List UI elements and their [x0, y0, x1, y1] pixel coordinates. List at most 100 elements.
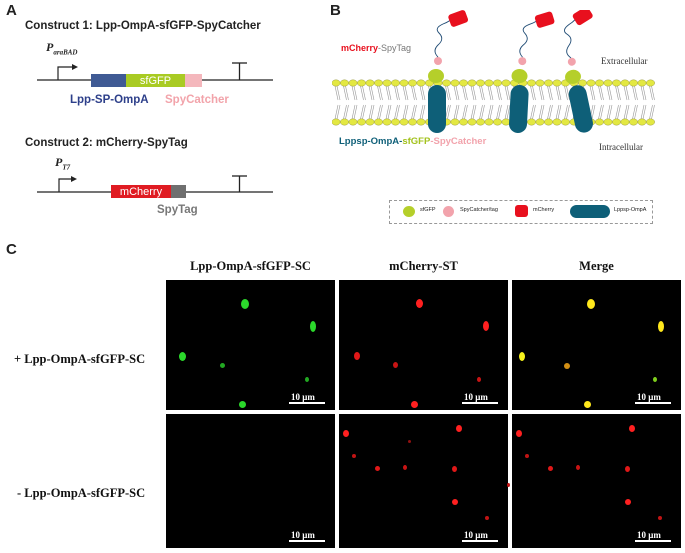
- lipid-tail: [489, 104, 494, 120]
- column-header-merge: Merge: [579, 259, 614, 273]
- lipid-head: [501, 118, 511, 126]
- lipid-head: [391, 118, 400, 126]
- fluorescent-cell: [416, 299, 423, 308]
- row-label-minus: - Lpp-OmpA-sfGFP-SC: [17, 486, 146, 500]
- lipid-head: [493, 118, 502, 126]
- lipid-tail: [462, 85, 466, 101]
- lipid-tail: [453, 85, 458, 101]
- scale-bar: [635, 402, 671, 404]
- fluorescent-cell: [408, 440, 411, 443]
- lipid-tail: [379, 85, 383, 101]
- fluorescent-cell: [485, 516, 489, 520]
- promoter-letter: P: [46, 40, 54, 54]
- lipid-tail: [421, 85, 426, 101]
- membrane-protein-assembly: [428, 10, 469, 133]
- scale-bar-label: 10 μm: [637, 530, 661, 540]
- legend-ompa-swatch: [570, 205, 610, 218]
- scale-bar: [289, 540, 325, 542]
- lipid-tail: [353, 104, 358, 120]
- ompa-barrel: [509, 85, 529, 133]
- legend-spycatcher-label: SpyCatcher/tag: [460, 207, 498, 213]
- lipid-tail: [589, 85, 594, 101]
- fluorescent-cell: [452, 499, 458, 505]
- lipid-head: [382, 79, 392, 87]
- fluorescent-cell: [483, 321, 489, 331]
- lipid-tail: [353, 85, 358, 101]
- mcherry-domain: [572, 10, 593, 26]
- lipid-head: [544, 118, 553, 126]
- lipid-head: [374, 118, 383, 126]
- lipid-tail: [481, 85, 485, 101]
- promoter-t7-label: PT7: [55, 155, 70, 171]
- lipid-head: [459, 118, 468, 126]
- micrograph-plus-mcherry: 10 μm: [339, 280, 508, 410]
- lipid-tail: [411, 85, 415, 101]
- fluorescent-cell: [564, 363, 570, 369]
- mcherry-spytag-label: mCherry-SpyTag: [341, 43, 411, 53]
- lipid-tail: [487, 104, 492, 120]
- lipid-tail: [634, 104, 638, 120]
- lipid-head: [629, 118, 638, 126]
- sfgfp-segment-label: sfGFP: [139, 74, 172, 87]
- fluorescent-cell: [310, 321, 316, 332]
- lipid-tail: [351, 85, 356, 101]
- panel-a-letter: A: [6, 2, 17, 19]
- fluorescent-cell: [354, 352, 360, 360]
- lipid-tail: [540, 104, 545, 120]
- lipid-tail: [504, 85, 509, 101]
- lipid-head: [476, 79, 485, 87]
- lipid-head: [340, 118, 349, 126]
- scale-bar-label: 10 μm: [291, 392, 315, 402]
- lipid-head: [527, 118, 536, 126]
- fluorescent-cell: [658, 321, 664, 332]
- lipid-tail: [394, 104, 398, 120]
- lipid-head: [561, 118, 570, 126]
- spycatcher-domain: [518, 57, 527, 66]
- lipid-tail: [591, 104, 596, 120]
- membrane-protein-assembly: [564, 10, 593, 133]
- lipid-head: [603, 118, 613, 126]
- sfgfp-domain: [428, 69, 444, 83]
- lipid-head: [450, 118, 460, 126]
- lipid-tail: [464, 104, 468, 120]
- ompa-barrel: [428, 85, 446, 133]
- lipid-tail: [555, 104, 560, 120]
- lipid-head: [332, 79, 341, 87]
- peptide-linker: [564, 15, 578, 59]
- fluorescent-cell: [305, 377, 309, 382]
- lipid-head: [399, 118, 409, 126]
- lipid-head: [501, 79, 511, 87]
- lipid-tail: [625, 85, 630, 101]
- fluorescent-cell: [411, 401, 418, 408]
- lipid-tail: [564, 104, 568, 120]
- fluorescent-cell: [625, 466, 630, 472]
- lppsp-ompa-text: Lppsp-OmpA-: [339, 136, 403, 147]
- scale-bar: [462, 540, 498, 542]
- fluorescent-cell: [179, 352, 186, 361]
- lipid-tail: [615, 104, 619, 120]
- fluorescent-cell: [343, 430, 349, 437]
- extracellular-label: Extracellular: [601, 56, 648, 66]
- lipid-head: [382, 118, 392, 126]
- fluorescent-cell: [653, 377, 657, 382]
- lipid-tail: [351, 104, 356, 120]
- micrograph-minus-mcherry: 10 μm: [339, 414, 510, 548]
- lipid-tail: [396, 104, 400, 120]
- ompa-barrel: [568, 85, 593, 133]
- lipid-head: [459, 79, 468, 87]
- lpp-sp-ompa-label: Lpp-SP-OmpA: [70, 94, 149, 106]
- fluorescent-cell: [519, 352, 525, 361]
- lipid-head: [552, 79, 562, 87]
- sfgfp-segment: sfGFP: [126, 74, 185, 87]
- lipid-tail: [504, 104, 509, 120]
- lipid-head: [595, 79, 604, 87]
- fluorescent-cell: [658, 516, 662, 520]
- scale-bar-label: 10 μm: [291, 530, 315, 540]
- spytag-label: SpyTag: [157, 204, 198, 216]
- lipid-tail: [421, 104, 426, 120]
- lipid-tail: [360, 104, 364, 120]
- lipid-head: [416, 118, 426, 126]
- lipid-tail: [343, 104, 347, 120]
- lipid-tail: [419, 104, 424, 120]
- lipid-head: [612, 79, 621, 87]
